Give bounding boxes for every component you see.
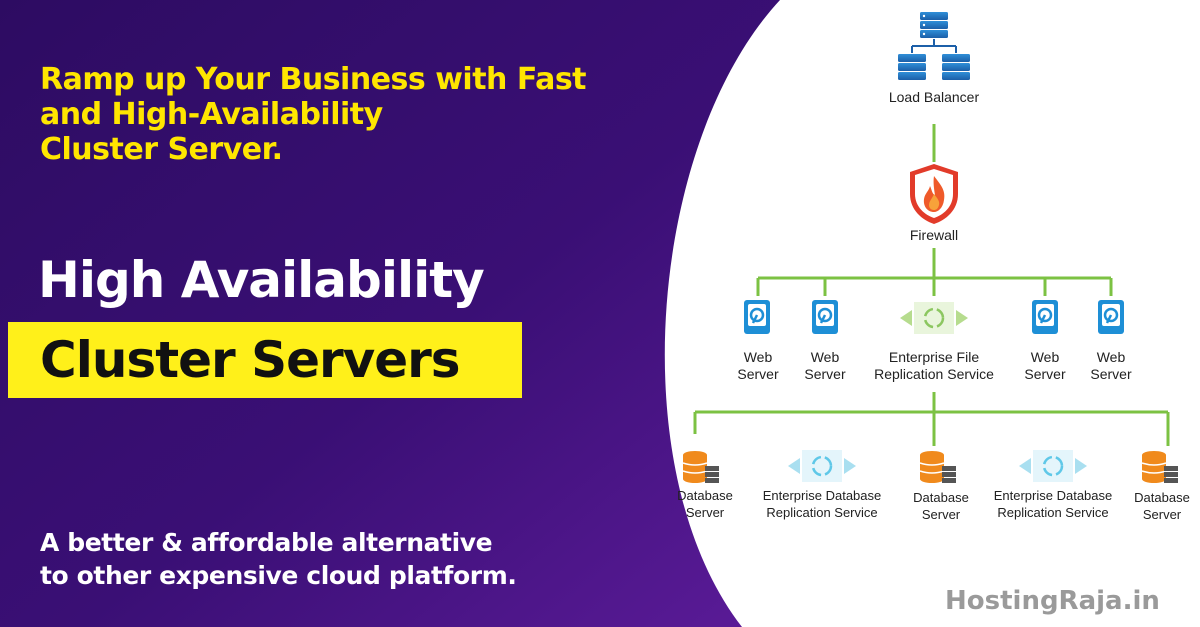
web-server-label: Web [743, 349, 773, 365]
db-replication-label: Enterprise Database [993, 488, 1113, 503]
web-server-label: Server [1090, 366, 1132, 382]
headline-line: and High-Availability [40, 97, 383, 132]
database-server-label: Database [913, 490, 969, 505]
brand-logo-text[interactable]: HostingRaja.in [945, 586, 1160, 616]
database-server-label: Server [1142, 507, 1182, 522]
web-server-icons [744, 300, 1124, 334]
load-balancer-label: Load Balancer [888, 89, 980, 105]
headline-line: Cluster Server. [40, 132, 283, 167]
file-replication-icon [900, 302, 968, 334]
web-server-label: Server [804, 366, 846, 382]
web-server-label: Web [1096, 349, 1126, 365]
db-replication-icons [788, 450, 1087, 482]
database-server-label: Server [921, 507, 961, 522]
database-server-label: Database [1134, 490, 1190, 505]
database-server-node: Database Server [896, 489, 986, 523]
tagline-line: A better & affordable alternative [40, 528, 493, 557]
headline-line: Ramp up Your Business with Fast [40, 62, 587, 97]
database-server-label: Database [677, 488, 733, 503]
db-replication-label: Replication Service [766, 505, 878, 520]
web-server-node: Web Server [718, 349, 798, 383]
database-server-node: Database Server [660, 487, 750, 521]
db-replication-label: Enterprise Database [762, 488, 882, 503]
db-replication-node: Enterprise Database Replication Service [752, 487, 892, 521]
load-balancer-node: Load Balancer [874, 89, 994, 106]
headline: Ramp up Your Business with Fast and High… [40, 62, 640, 167]
tagline: A better & affordable alternative to oth… [40, 526, 517, 592]
file-replication-label: Enterprise File [888, 349, 980, 365]
db-replication-label: Replication Service [997, 505, 1109, 520]
web-server-label: Web [1030, 349, 1060, 365]
purple-panel [0, 0, 780, 627]
web-server-label: Server [737, 366, 779, 382]
web-server-node: Web Server [1005, 349, 1085, 383]
firewall-label: Firewall [909, 227, 959, 243]
web-server-node: Web Server [1071, 349, 1151, 383]
web-server-label: Server [1024, 366, 1066, 382]
file-replication-node: Enterprise File Replication Service [859, 349, 1009, 383]
web-server-node: Web Server [785, 349, 865, 383]
database-server-node: Database Server [1124, 489, 1200, 523]
database-server-label: Server [685, 505, 725, 520]
database-server-icons [682, 451, 1178, 483]
tagline-line: to other expensive cloud platform. [40, 561, 517, 590]
firewall-node: Firewall [894, 227, 974, 244]
firewall-icon [910, 164, 958, 224]
title-sub: Cluster Servers [40, 331, 461, 389]
connector-lines [693, 124, 1170, 446]
title-highlight-band [8, 322, 522, 398]
db-replication-node: Enterprise Database Replication Service [983, 487, 1123, 521]
load-balancer-icon [898, 12, 970, 80]
title-main: High Availability [38, 251, 485, 309]
web-server-label: Web [810, 349, 840, 365]
file-replication-label: Replication Service [874, 366, 994, 382]
